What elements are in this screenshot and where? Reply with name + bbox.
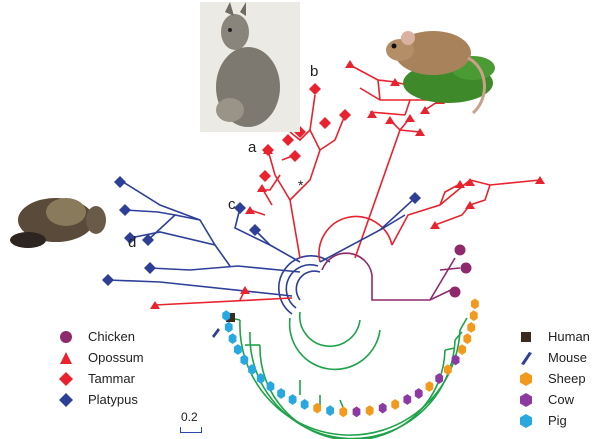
clade-label-a: a: [248, 139, 257, 156]
pig-terminal-marker: [277, 388, 285, 399]
pig-terminal-marker: [222, 310, 231, 321]
cow-terminal-marker: [451, 354, 460, 366]
sheep-terminal-marker: [339, 406, 348, 418]
legend-item-tammar: Tammar: [58, 368, 144, 389]
tammar-wallaby-photo: [200, 2, 300, 132]
sheep-marker-icon: [520, 371, 532, 386]
scale-bar: [180, 427, 202, 433]
human-marker-icon: [521, 331, 531, 342]
sheep-terminal-marker: [458, 344, 466, 355]
chicken-marker-icon: [60, 330, 72, 343]
pig-terminal-marker: [288, 394, 297, 405]
cow-terminal-marker: [352, 406, 361, 418]
platypus-marker-icon: [59, 392, 73, 407]
opossum-photo: [386, 31, 495, 115]
cow-marker-icon: [520, 392, 532, 407]
sheep-terminal-marker: [469, 310, 478, 322]
legend-label: Sheep: [548, 371, 586, 386]
tammar-marker-icon: [59, 371, 73, 386]
legend-label: Opossum: [88, 350, 144, 365]
legend-label: Tammar: [88, 371, 135, 386]
mouse-marker-icon: [521, 351, 532, 365]
pig-terminal-marker: [248, 364, 256, 375]
sheep-terminal-marker: [365, 405, 374, 416]
sheep-terminal-marker: [463, 333, 472, 345]
clade-label-d: d: [128, 234, 136, 251]
pig-terminal-marker: [228, 333, 237, 344]
sheep-terminal-marker: [391, 399, 400, 410]
clade-label-star: *: [298, 177, 304, 193]
legend-label: Chicken: [88, 329, 135, 344]
pig-terminal-marker: [266, 381, 275, 392]
legend-item-chicken: Chicken: [58, 326, 144, 347]
pig-terminal-marker: [234, 344, 242, 355]
sheep-terminal-marker: [471, 298, 479, 310]
legend-label: Human: [548, 329, 590, 344]
pig-terminal-marker: [300, 399, 309, 410]
clade-label-b: b: [310, 63, 318, 80]
legend-item-cow: Cow: [518, 389, 590, 410]
legend-label: Cow: [548, 392, 575, 407]
platypus-photo: [10, 198, 106, 248]
sheep-terminal-marker: [313, 402, 322, 414]
pig-terminal-marker: [326, 405, 334, 416]
pig-marker-icon: [520, 413, 532, 428]
sheep-terminal-marker: [467, 322, 476, 333]
cow-terminal-marker: [403, 394, 412, 405]
sheep-terminal-marker: [444, 364, 452, 375]
pig-terminal-marker: [224, 321, 233, 333]
legend-label: Platypus: [88, 392, 138, 407]
legend-item-platypus: Platypus: [58, 389, 144, 410]
legend-item-mouse: Mouse: [518, 347, 590, 368]
opossum-marker-icon: [60, 351, 72, 364]
sheep-terminal-marker: [425, 381, 434, 392]
legend-item-opossum: Opossum: [58, 347, 144, 368]
pig-terminal-marker: [256, 373, 265, 384]
legend-item-human: Human: [518, 326, 590, 347]
cow-terminal-marker: [414, 388, 423, 399]
cow-terminal-marker: [435, 373, 444, 384]
legend-label: Pig: [548, 413, 567, 428]
legend-label: Mouse: [548, 350, 588, 365]
cow-terminal-marker: [378, 402, 387, 414]
legend-item-sheep: Sheep: [518, 368, 590, 389]
pig-terminal-marker: [240, 354, 249, 366]
clade-label-c: c: [228, 196, 236, 213]
scale-bar-label: 0.2: [181, 410, 198, 424]
legend-item-pig: Pig: [518, 410, 590, 431]
